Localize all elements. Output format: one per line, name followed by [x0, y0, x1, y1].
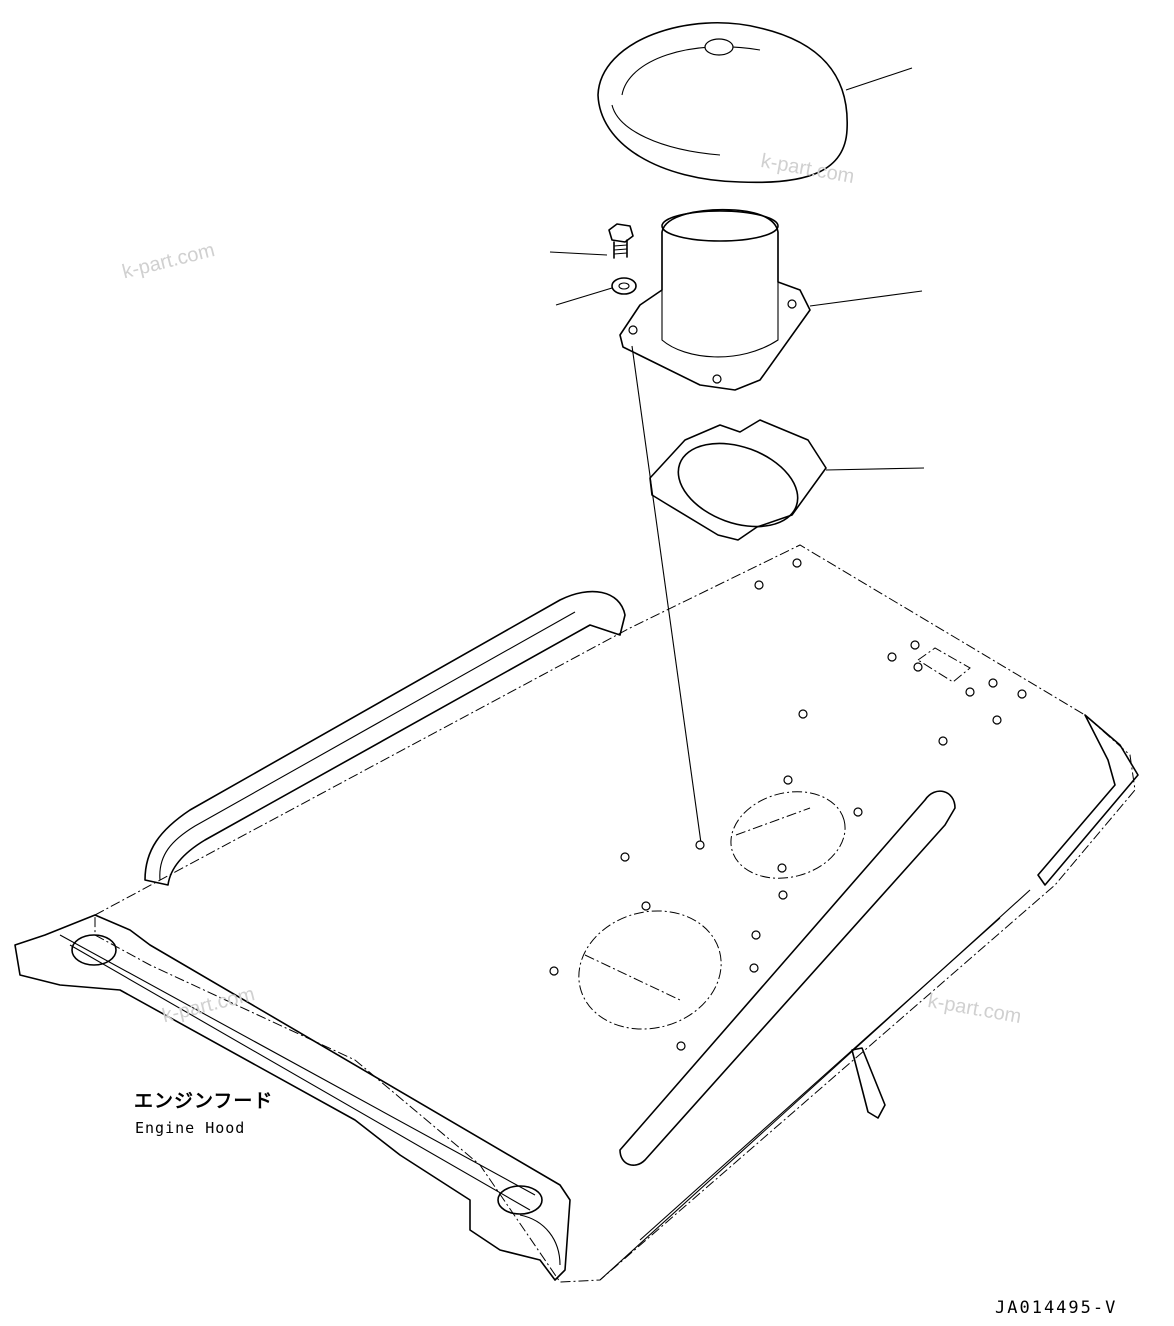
part-label-japanese: エンジンフード — [134, 1090, 274, 1112]
washer — [555, 277, 637, 306]
part-label-english: Engine Hood — [135, 1119, 246, 1137]
engine-hood — [14, 544, 1139, 1283]
bolt-centerline — [631, 345, 702, 844]
bolt — [549, 223, 634, 259]
rain-cap — [597, 21, 913, 184]
exhaust-pipe — [619, 208, 923, 391]
gasket — [649, 419, 925, 541]
drawing-code: JA014495-V — [995, 1298, 1118, 1318]
